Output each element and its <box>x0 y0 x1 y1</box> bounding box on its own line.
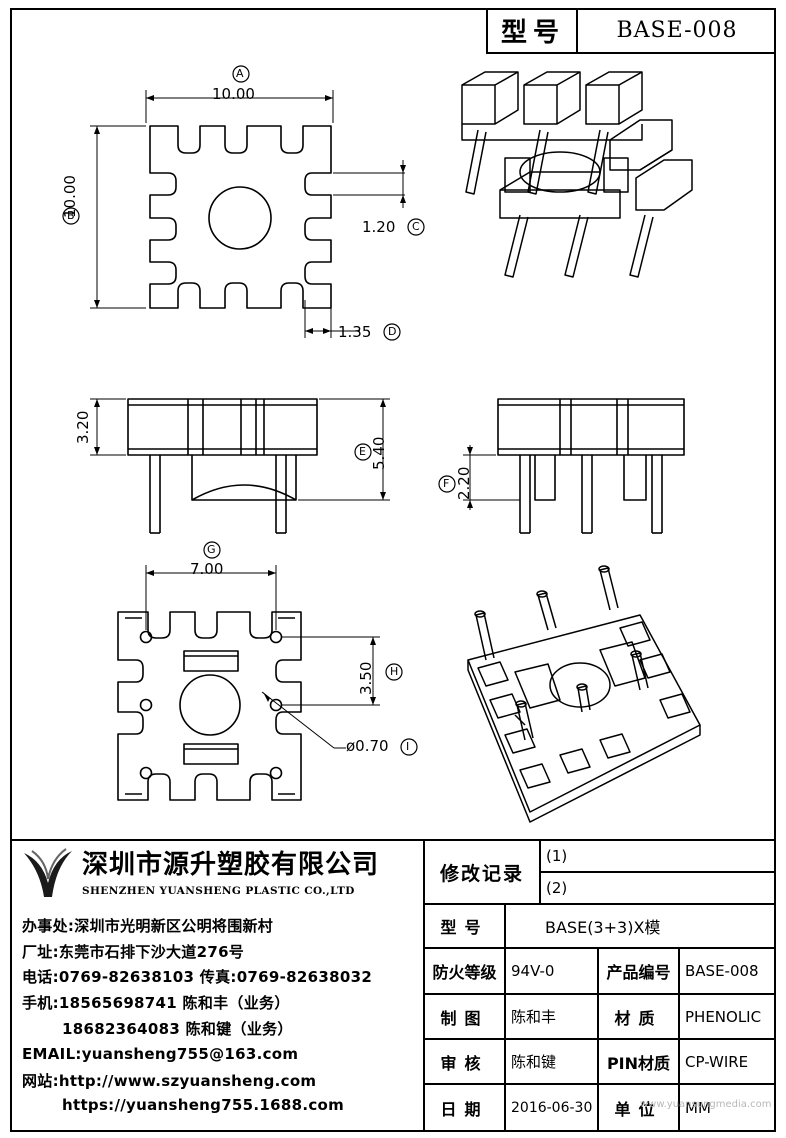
product-no-value: BASE-008 <box>685 962 759 980</box>
revision-2: (2) <box>546 879 568 897</box>
dim-e-letter: E <box>359 445 366 458</box>
dim-g-value: 7.00 <box>190 560 224 578</box>
dim-g-letter: G <box>207 543 216 556</box>
company-website-1: 网站:http://www.szyuansheng.com <box>22 1072 317 1090</box>
dim-e-value: 5.40 <box>370 436 388 470</box>
material-value: PHENOLIC <box>685 1007 762 1026</box>
company-name-en: SHENZHEN YUANSHENG PLASTIC CO.,LTD <box>82 885 355 897</box>
model-label: 型号 <box>440 918 489 937</box>
dim-b-letter: B <box>67 209 75 222</box>
company-phone: 电话:0769-82638103 传真:0769-82638032 <box>22 968 373 986</box>
company-office: 办事处:深圳市光明新区公明将围新村 <box>22 917 274 935</box>
pin-material-label: PIN材质 <box>606 1053 671 1073</box>
iso-view-top <box>461 71 693 278</box>
front-view <box>127 398 318 534</box>
fire-rating-label: 防火等级 <box>432 963 497 982</box>
revision-1: (1) <box>546 847 568 865</box>
revision-label: 修改记录 <box>439 862 524 885</box>
unit-label: 单位 <box>614 1100 663 1119</box>
dim-h-value: 3.50 <box>357 661 375 695</box>
drawing-frame <box>10 8 776 1132</box>
title-model-value: BASE-008 <box>616 17 738 43</box>
watermark-text: www.yuansungmedia.com <box>640 1099 772 1110</box>
bottom-view <box>117 611 302 801</box>
dim-d-letter: D <box>388 325 397 338</box>
checked-by-value: 陈和键 <box>511 1053 557 1071</box>
pin-material-value: CP-WIRE <box>685 1052 749 1071</box>
title-model-value-cell: BASE-008 <box>576 8 776 54</box>
title-model-label-cell: 型号 <box>486 8 578 54</box>
technical-drawing <box>62 65 701 823</box>
material-label: 材质 <box>614 1008 663 1028</box>
company-mobile-2: 18682364083 陈和键（业务） <box>62 1020 293 1038</box>
dim-d-value: 1.35 <box>338 323 372 341</box>
company-name-cn: 深圳市源升塑胶有限公司 <box>82 850 380 880</box>
side-view <box>497 398 685 534</box>
dim-f-letter: F <box>443 477 450 490</box>
dim-i-value: ø0.70 <box>346 737 389 755</box>
dim-c-letter: C <box>412 220 420 233</box>
title-model-label: 型号 <box>500 17 565 48</box>
company-mobile-1: 手机:18565698741 陈和丰（业务） <box>22 994 290 1012</box>
model-value: BASE(3+3)X模 <box>545 918 661 937</box>
drawn-by-value: 陈和丰 <box>511 1008 557 1026</box>
date-value: 2016-06-30 <box>511 1100 593 1116</box>
product-no-label: 产品编号 <box>606 963 671 982</box>
dim-c-value: 1.20 <box>362 218 396 236</box>
top-view <box>149 125 332 309</box>
dim-f-value: 2.20 <box>455 466 473 500</box>
date-label: 日期 <box>440 1100 489 1119</box>
checked-by-label: 审核 <box>440 1053 489 1073</box>
company-factory: 厂址:东莞市石排下沙大道276号 <box>22 943 245 961</box>
company-website-2: https://yuansheng755.1688.com <box>62 1096 345 1114</box>
dim-i-letter: I <box>406 740 410 753</box>
company-logo <box>24 848 72 897</box>
unit-value: MM <box>685 1099 711 1117</box>
iso-view-bottom <box>467 565 701 823</box>
dim-a-letter: A <box>236 67 244 80</box>
dim-a-value: 10.00 <box>212 85 255 103</box>
drawn-by-label: 制图 <box>440 1008 489 1028</box>
dim-h-letter: H <box>390 665 399 678</box>
dim-side-height: 3.20 <box>74 410 92 444</box>
company-email: EMAIL:yuansheng755@163.com <box>22 1045 299 1063</box>
dim-b-value: 10.00 <box>61 175 79 218</box>
fire-rating-value: 94V-0 <box>511 962 555 980</box>
